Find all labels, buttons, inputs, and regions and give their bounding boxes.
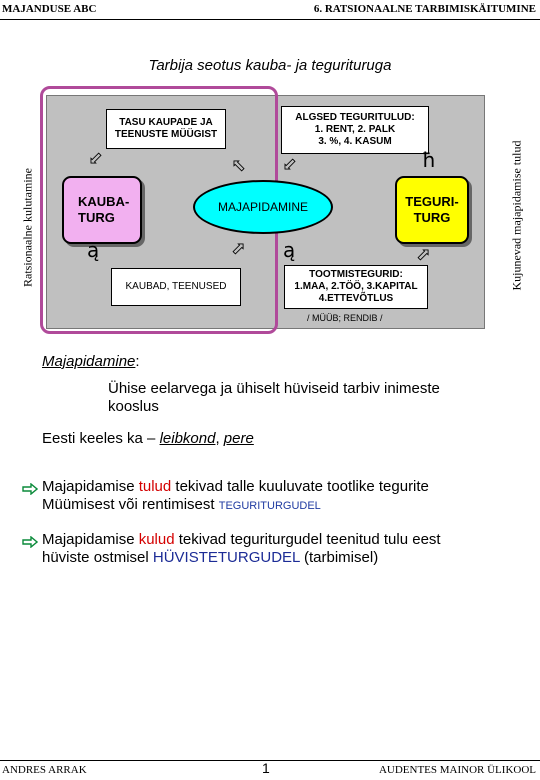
synonym-leibkond: leibkond [159, 430, 216, 447]
income-text-d: Müümisest või rentimisest [42, 496, 219, 513]
term-colon: : [135, 353, 140, 370]
header-left: MAJANDUSE ABC [2, 3, 97, 15]
synonyms-line: Eesti keeles ka – leibkond, pere [42, 430, 254, 448]
income-keyword-tulud: tulud [138, 478, 172, 495]
teguriturg-line1: TEGURI- [405, 194, 459, 209]
arrow-down-left-icon: ⬃ [282, 154, 298, 175]
income-text-a: Majapidamise [42, 478, 139, 495]
box-tootmis-line1: TOOTMISTEGURID: [309, 269, 403, 280]
node-kaubaturg: KAUBA-TURG [62, 176, 142, 244]
box-tootmis-line3: 4.ETTEVÕTLUS [318, 293, 394, 304]
spending-text-d: hüviste ostmisel [42, 549, 153, 566]
box-tootmis-line2: 1.MAA, 2.TÖÖ, 3.KAPITAL [294, 281, 418, 292]
arrow-up-left-icon: ⬁ [231, 155, 247, 176]
vertical-label-left: Ratsionaalne kulutamine [20, 168, 35, 287]
page-header: MAJANDUSE ABC 6. RATSIONAALNE TARBIMISKÄ… [0, 0, 540, 22]
header-right: 6. RATSIONAALNE TARBIMISKÄITUMINE [313, 3, 536, 15]
income-paragraph: Majapidamise tulud tekivad talle kuuluva… [42, 478, 429, 515]
kaubaturg-line1: KAUBA- [78, 194, 130, 209]
income-keyword-teguriturgudel: TEGURITURGUDEL [218, 500, 321, 512]
income-text-c: tekivad talle kuuluvate tootlike tegurit… [171, 478, 429, 495]
spending-keyword-kulud: kulud [138, 531, 175, 548]
spending-text-f: (tarbimisel) [299, 549, 379, 566]
slide-title: Tarbija seotus kauba- ja tegurituruga [148, 57, 392, 74]
box-kaubad-text: KAUBAD, TEENUSED [125, 281, 227, 292]
glyph-q-symbol-left: ą [87, 238, 100, 262]
arrow-up-right-icon: ⬀ [416, 244, 432, 265]
definition-text: Ühise eelarvega ja ühiselt hüviseid tarb… [108, 380, 440, 416]
footer-author: ANDRES ARRAK [2, 764, 87, 776]
node-teguriturg: TEGURI-TURG [395, 176, 469, 244]
arrow-bullet-icon [22, 483, 38, 495]
term-majapidamine: Majapidamine [42, 353, 136, 370]
box-algsed-line1: ALGSED TEGURITULUD: [295, 112, 415, 123]
arrow-up-right-icon: ⬀ [231, 238, 247, 259]
definition-line2: kooslus [108, 398, 159, 415]
income-line2: Müümisest või rentimisest TEGURITURGUDEL [42, 496, 429, 515]
arrow-bullet-icon [22, 536, 38, 548]
footer-divider [0, 760, 540, 761]
teguriturg-line2: TURG [413, 210, 451, 225]
spending-text-c: tekivad teguriturgudel teenitud tulu ees… [174, 531, 441, 548]
spending-line2: hüviste ostmisel HÜVISTETURGUDEL (tarbim… [42, 549, 441, 567]
header-divider [0, 19, 540, 20]
income-line1: Majapidamise tulud tekivad talle kuuluva… [42, 478, 429, 496]
definition-term-line: Majapidamine: [42, 353, 140, 371]
spending-line1: Majapidamise kulud tekivad teguriturgude… [42, 531, 441, 549]
box-tasu-line1: TASU KAUPADE JA [119, 117, 213, 128]
spending-paragraph: Majapidamise kulud tekivad teguriturgude… [42, 531, 441, 567]
kaubaturg-line2: TURG [78, 210, 115, 225]
synonyms-separator: , [215, 430, 224, 447]
node-majapidamine: MAJAPIDAMINE [193, 180, 333, 234]
synonyms-prefix: Eesti keeles ka – [42, 430, 160, 447]
box-kaubad: KAUBAD, TEENUSED [111, 268, 241, 306]
vertical-label-right: Kujunevad majapidamise tulud [509, 140, 524, 291]
arrow-down-left-icon: ⬃ [88, 148, 104, 169]
glyph-h-symbol: ħ [422, 148, 436, 172]
spending-keyword-hyvisteturgudel: HÜVISTETURGUDEL [152, 549, 300, 566]
definition-line1: Ühise eelarvega ja ühiselt hüviseid tarb… [108, 380, 440, 397]
footer-institution: AUDENTES MAINOR ÜLIKOOL [378, 764, 536, 776]
box-tasu-line2: TEENUSTE MÜÜGIST [114, 129, 218, 140]
box-algsed-line2: 1. RENT, 2. PALK [314, 124, 396, 135]
synonym-pere: pere [223, 430, 254, 447]
box-algsed-line3: 3. %, 4. KASUM [318, 136, 392, 147]
diagram-footnote: / MÜÜB; RENDIB / [307, 313, 383, 323]
spending-text-a: Majapidamise [42, 531, 139, 548]
glyph-q-symbol-right: ą [283, 238, 296, 262]
footer-page-number: 1 [262, 760, 270, 776]
